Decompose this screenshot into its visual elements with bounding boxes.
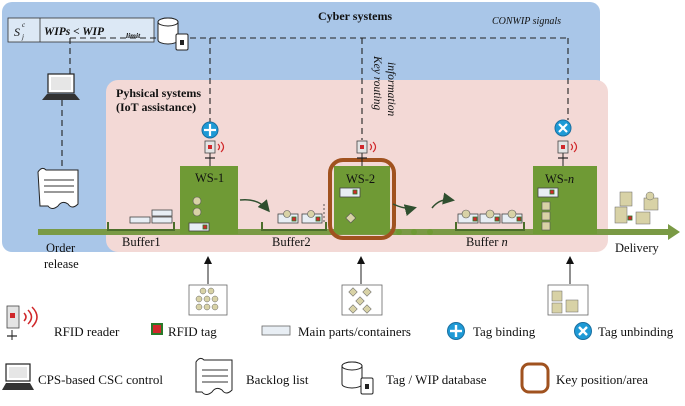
workstation-n: WS-n: [533, 166, 597, 234]
legend: RFID reader RFID tag Main parts/containe…: [2, 305, 674, 395]
conwip-signals-label: CONWIP signals: [492, 16, 561, 27]
legend-backlog-list-icon: [195, 357, 233, 395]
legend-key-position: Key position/area: [556, 372, 648, 387]
order-label-2: release: [44, 257, 79, 271]
continuation-dots: [396, 229, 433, 235]
rfid-reader-icon: [557, 140, 578, 166]
tag-binding-icon: [201, 121, 219, 139]
conwip-signal-lines: [61, 37, 569, 166]
legend-database: Tag / WIP database: [386, 372, 487, 387]
legend-tag-unbinding: Tag unbinding: [598, 324, 674, 339]
order-label-1: Order: [46, 241, 76, 255]
backlog-list-icon: [37, 167, 79, 209]
buffer-1-label: Buffer1: [122, 235, 161, 249]
legend-tag-binding-icon: [447, 322, 465, 340]
buffer-2-label: Buffer2: [272, 235, 311, 249]
formula-main: WIPs < WIP: [44, 26, 105, 38]
buffer-n-parts: [457, 209, 523, 224]
computer-icon: [42, 73, 80, 100]
database-icon: [157, 17, 189, 51]
rfid-reader-icon: [356, 140, 377, 166]
input-box-wsn: [547, 284, 589, 316]
physical-systems-title-1: Pyhsical systems: [116, 86, 201, 100]
formula-sub: j: [21, 33, 24, 41]
delivery-label: Delivery: [615, 241, 659, 255]
buffer-shelves: [107, 222, 525, 231]
buffer-2-parts: [277, 204, 325, 224]
rfid-reader-icon: [204, 140, 225, 166]
ws-2-label: WS-2: [346, 172, 375, 186]
workstation-1: WS-1: [180, 166, 238, 234]
legend-rfid-reader-icon: [6, 305, 38, 340]
cyber-systems-title: Cyber systems: [318, 9, 392, 23]
physical-systems-title-2: (IoT assistance): [116, 100, 196, 114]
input-box-ws1: [188, 284, 228, 316]
formula-s: S: [14, 25, 20, 39]
legend-main-parts-icon: [261, 325, 291, 336]
tag-unbinding-icon: [554, 119, 572, 137]
workstation-2: WS-2: [334, 166, 390, 234]
ws-1-label: WS-1: [195, 171, 224, 185]
legend-rfid-reader: RFID reader: [54, 324, 120, 339]
legend-computer-icon: [2, 363, 34, 390]
legend-database-icon: [341, 361, 374, 395]
buffer-n-label: Buffer n: [466, 235, 508, 249]
key-routing-line2: information: [385, 62, 397, 117]
legend-rfid-tag-icon: [151, 323, 163, 335]
legend-tag-binding: Tag binding: [473, 324, 536, 339]
legend-key-position-icon: [520, 362, 550, 394]
legend-backlog: Backlog list: [246, 372, 309, 387]
delivery-products: [614, 191, 659, 225]
input-materials: [204, 256, 574, 284]
transfer-arrows: [239, 192, 455, 216]
legend-main-parts: Main parts/containers: [298, 324, 411, 339]
input-box-ws2: [341, 284, 383, 316]
legend-rfid-tag: RFID tag: [168, 324, 217, 339]
legend-cps-control: CPS-based CSC control: [38, 372, 163, 387]
buffer-1-parts: [129, 209, 173, 224]
formula-sup: c: [22, 21, 26, 29]
formula-limit: limit: [126, 31, 141, 40]
key-routing-label: Key routing information: [371, 55, 397, 117]
legend-tag-unbinding-icon: [574, 322, 592, 340]
key-routing-line1: Key routing: [371, 55, 383, 110]
ws-n-label: WS-n: [545, 172, 574, 186]
